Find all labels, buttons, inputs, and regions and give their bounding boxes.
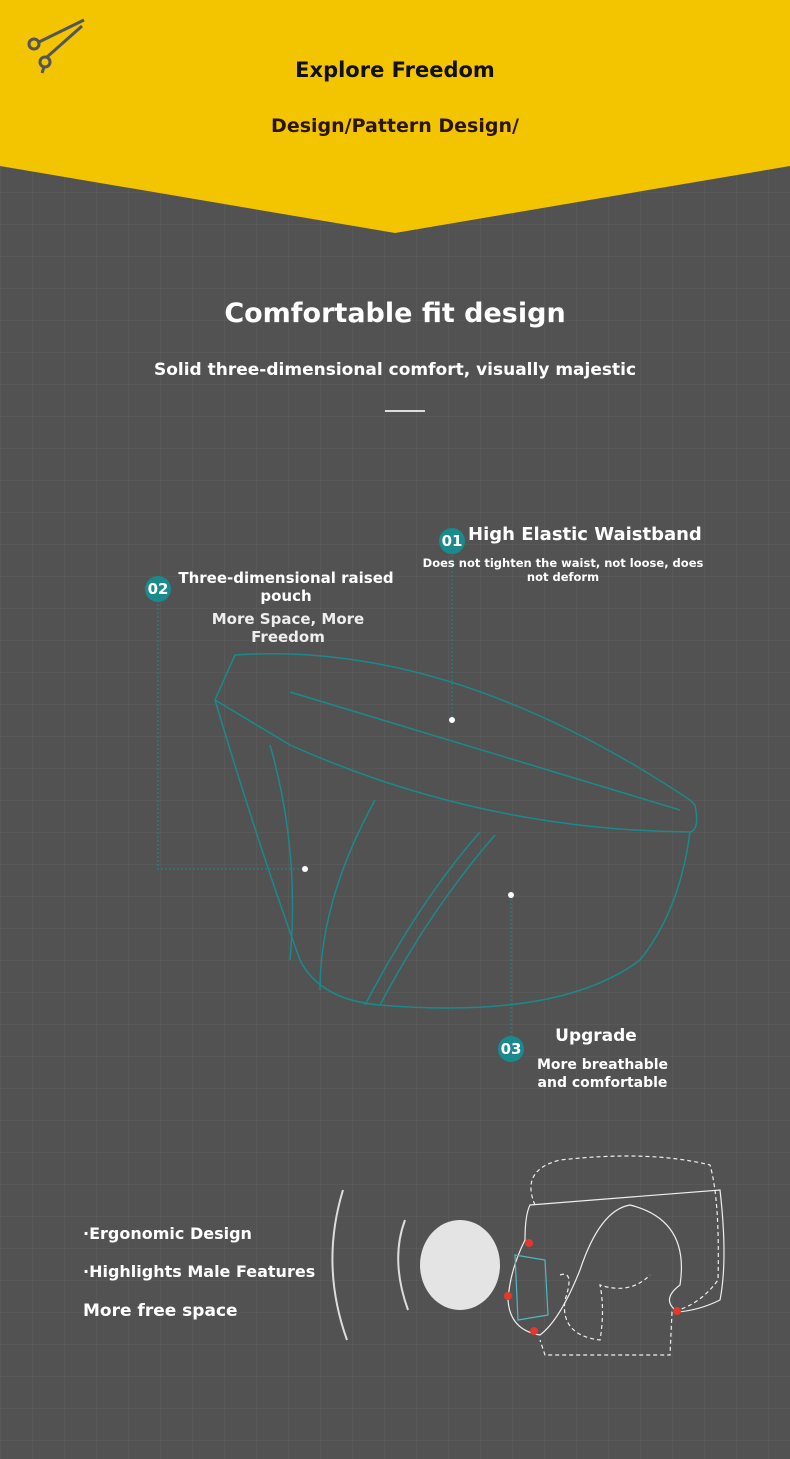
header-subtitle: Design/Pattern Design/	[271, 115, 519, 137]
feature-item: ·Highlights Male Features	[83, 1262, 316, 1281]
header-title: Explore Freedom	[295, 58, 495, 82]
callout-badge-02: 02	[145, 576, 171, 602]
feature-item: More free space	[83, 1301, 238, 1321]
callout-title-03: Upgrade	[555, 1026, 637, 1046]
section-subtitle: Solid three-dimensional comfort, visuall…	[153, 360, 637, 380]
callout-desc-03: More breathable and comfortable	[536, 1057, 669, 1091]
callout-desc-02: More Space, More Freedom	[211, 610, 365, 646]
callout-badge-01: 01	[439, 528, 465, 554]
scissors-icon	[27, 18, 85, 74]
callout-desc-01: Does not tighten the waist, not loose, d…	[422, 556, 704, 584]
divider	[385, 410, 425, 412]
callout-badge-03: 03	[498, 1036, 524, 1062]
feature-item: ·Ergonomic Design	[83, 1224, 252, 1243]
callout-title-02: Three-dimensional raised pouch	[178, 569, 394, 605]
callout-title-01: High Elastic Waistband	[468, 524, 702, 545]
section-title: Comfortable fit design	[224, 298, 566, 329]
header-banner	[0, 0, 790, 233]
